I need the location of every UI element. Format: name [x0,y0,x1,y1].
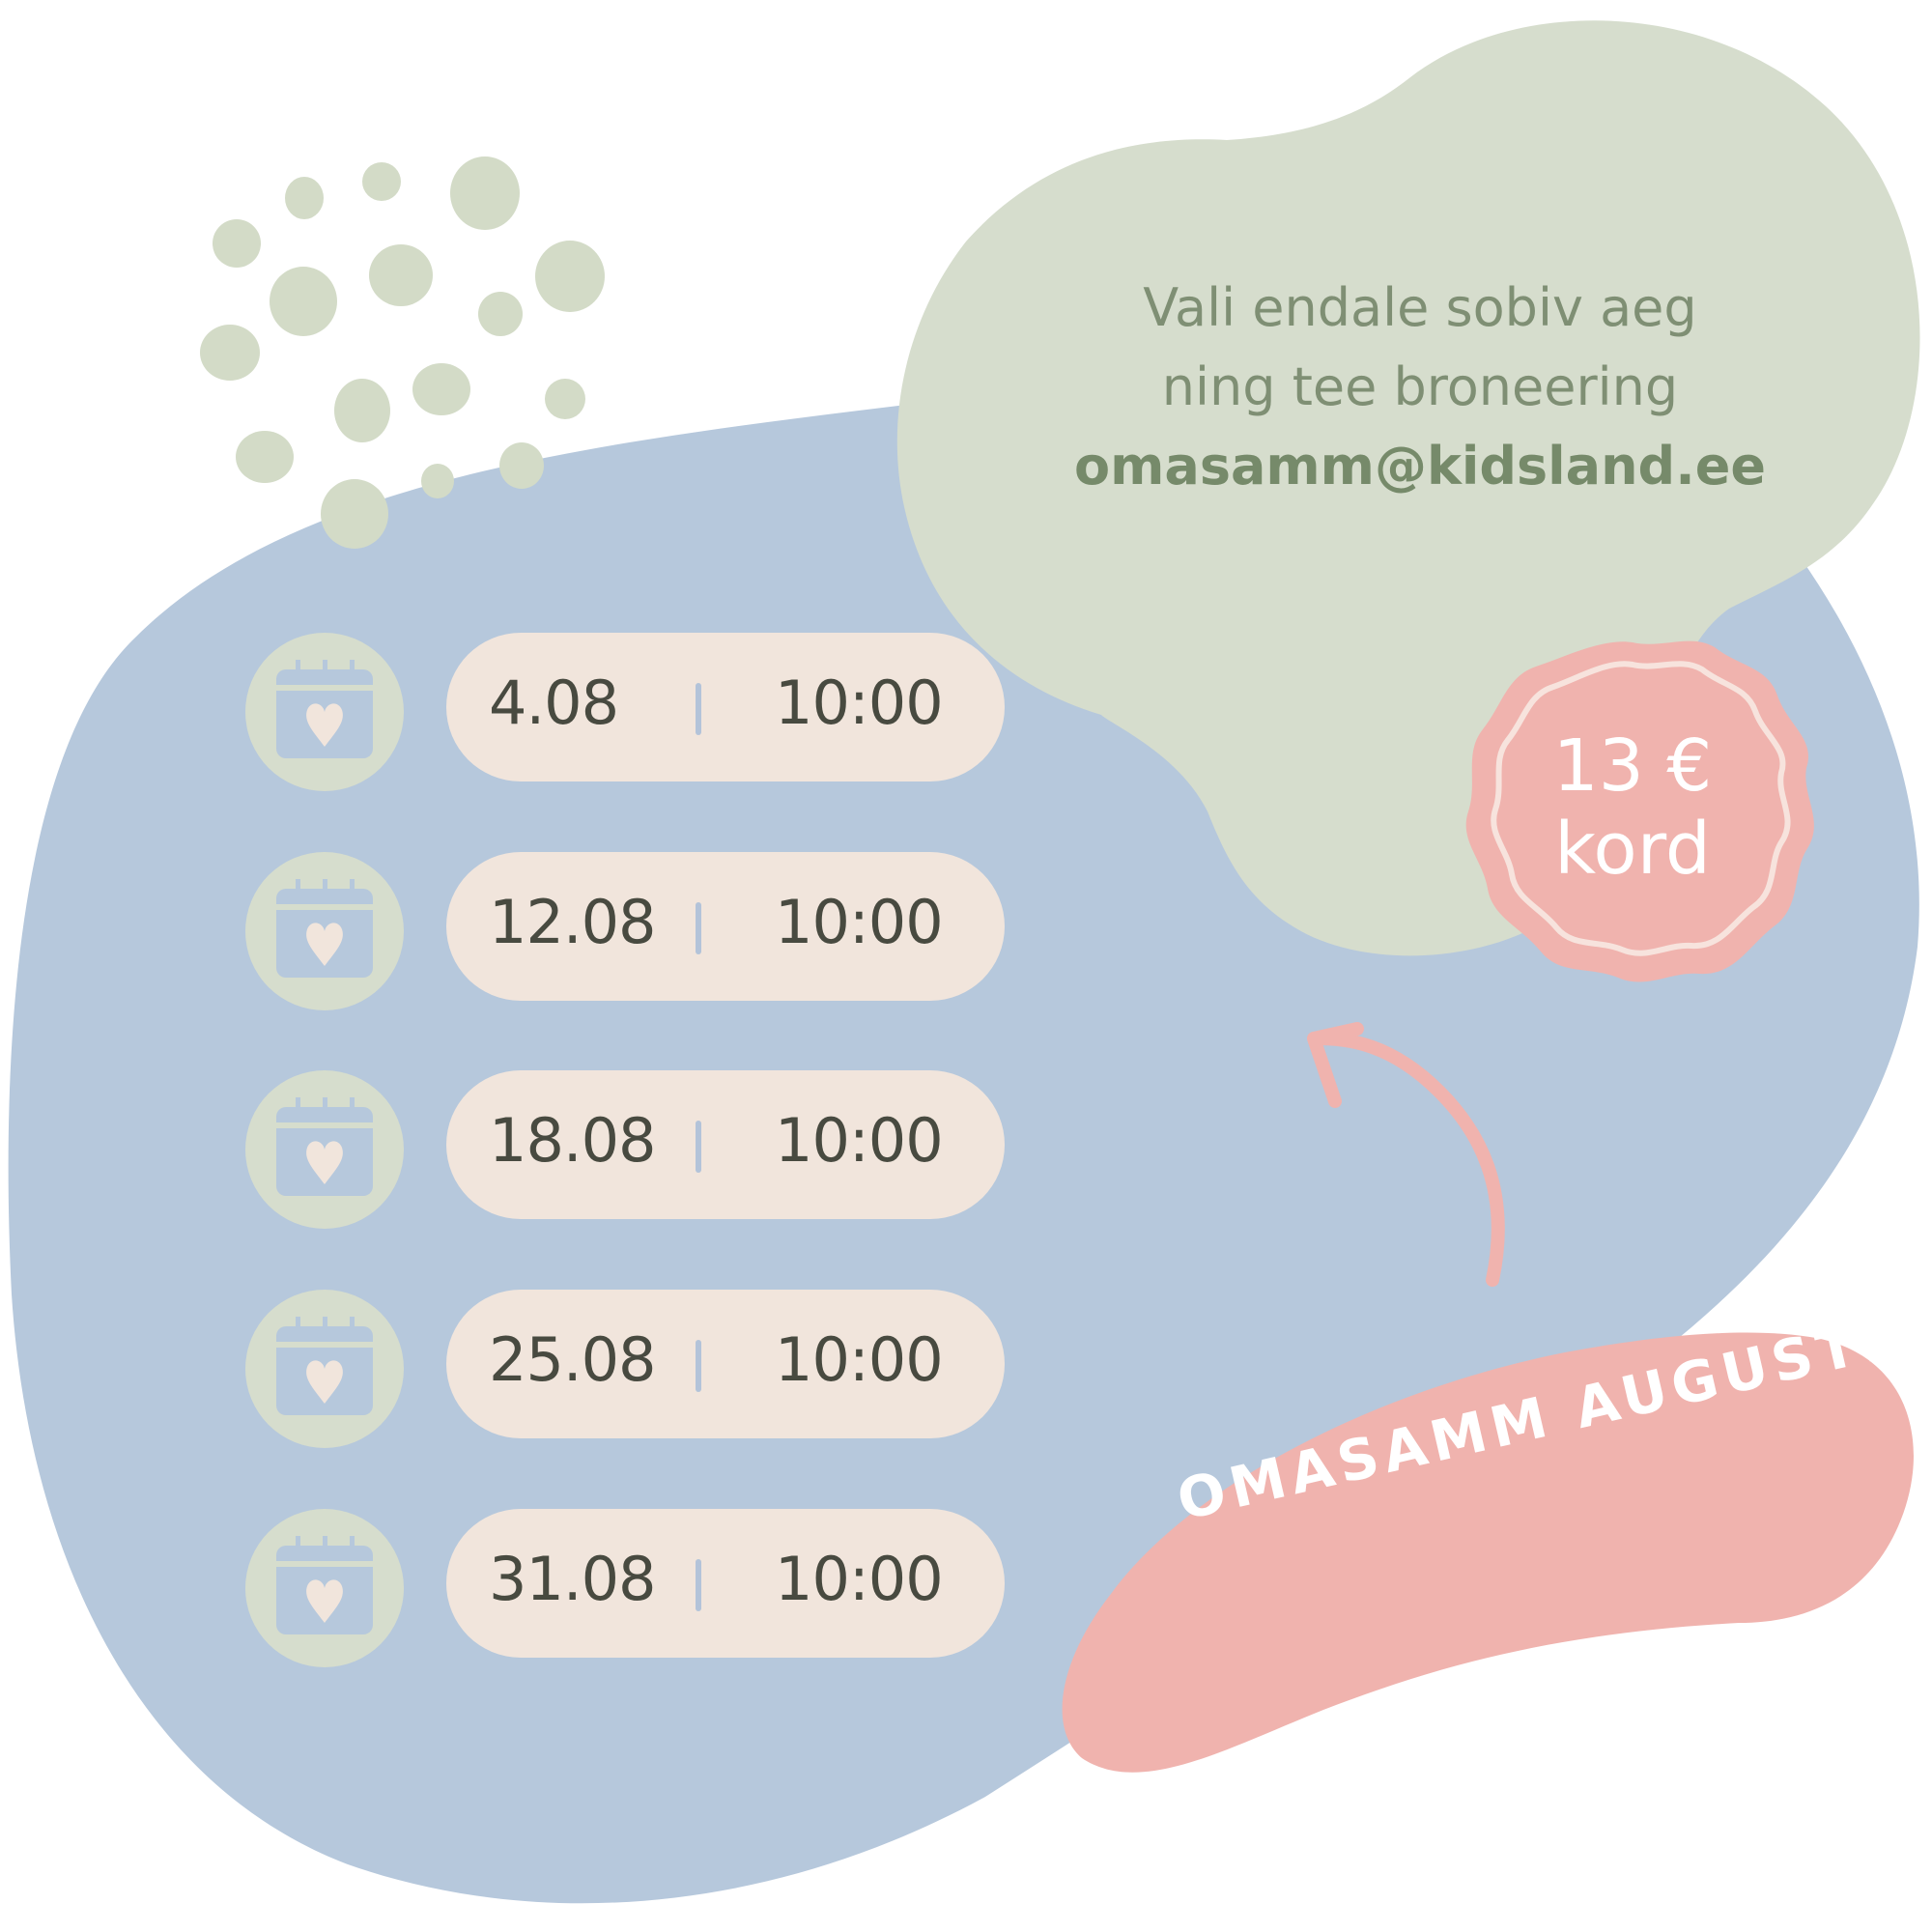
calendar-heart-icon [245,852,404,1010]
calendar-heart-icon [245,1070,404,1229]
session-time: 10:00 [775,1105,944,1176]
price-badge [1465,640,1814,982]
booking-instructions: Vali endale sobiv aeg ning tee broneerin… [1005,269,1835,506]
price-amount: 13 € [1552,724,1713,808]
separator [696,1121,701,1173]
date-time-pill: 31.08 10:00 [446,1509,1005,1658]
session-date: 25.08 [489,1324,656,1395]
schedule-row[interactable]: 31.08 10:00 [242,1509,1005,1667]
schedule-row[interactable]: 4.08 10:00 [242,633,1005,791]
session-date: 18.08 [489,1105,656,1176]
date-time-pill: 12.08 10:00 [446,852,1005,1001]
calendar-heart-icon [245,633,404,791]
schedule-row[interactable]: 25.08 10:00 [242,1290,1005,1448]
date-time-pill: 25.08 10:00 [446,1290,1005,1438]
calendar-heart-icon [245,1509,404,1667]
schedule-row[interactable]: 12.08 10:00 [242,852,1005,1010]
intro-line-2: ning tee broneering [1161,356,1679,417]
date-time-pill: 4.08 10:00 [446,633,1005,781]
session-time: 10:00 [775,1324,944,1395]
sage-cloud [896,20,1920,956]
session-time: 10:00 [775,668,944,738]
session-date: 4.08 [489,668,619,738]
decorative-dots [200,156,605,549]
intro-line-1: Vali endale sobiv aeg [1143,277,1697,338]
date-time-pill: 18.08 10:00 [446,1070,1005,1219]
price-unit: kord [1554,808,1711,891]
separator [696,1340,701,1392]
session-date: 31.08 [489,1544,656,1614]
calendar-heart-icon [245,1290,404,1448]
pink-ribbon-blob [1062,1332,1914,1773]
booking-email-link[interactable]: omasamm@kidsland.ee [1074,436,1766,497]
session-date: 12.08 [489,887,656,957]
separator [696,1559,701,1611]
separator [696,683,701,735]
separator [696,902,701,954]
session-time: 10:00 [775,887,944,957]
session-time: 10:00 [775,1544,944,1614]
curved-arrow-icon [1307,1022,1505,1287]
price-label: 13 € kord [1488,724,1777,891]
schedule-row[interactable]: 18.08 10:00 [242,1070,1005,1229]
